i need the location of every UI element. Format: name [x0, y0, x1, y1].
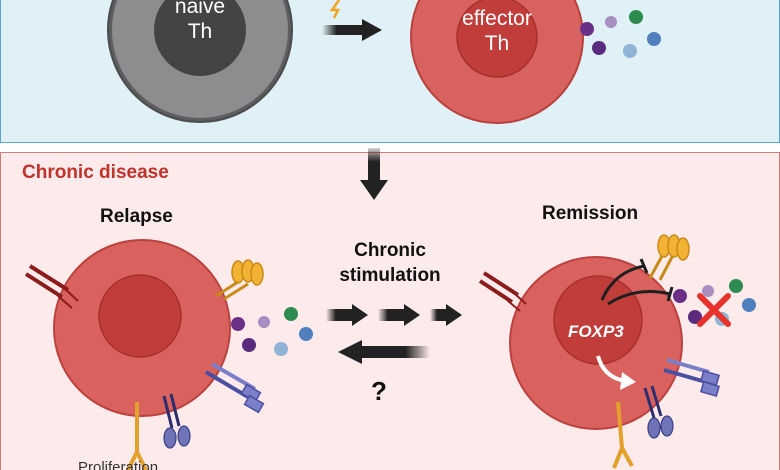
- receptor-purple-remission: [663, 358, 720, 397]
- receptor-gold-remission: [648, 234, 690, 281]
- reverse-arrow: [338, 340, 430, 364]
- foxp3-white-arrow: [596, 355, 636, 390]
- cytokine-cluster-remission: [673, 279, 756, 326]
- blocked-x-icon: [697, 293, 731, 327]
- receptor-y-orange-relapse: [126, 402, 148, 470]
- receptor-red-remission: [478, 271, 527, 312]
- question-mark: ?: [371, 376, 387, 406]
- cytokine-cluster-relapse: [231, 307, 313, 356]
- remission-heading: Remission: [542, 203, 639, 224]
- foxp3-label: FOXP3: [568, 322, 624, 341]
- receptor-gold-relapse: [215, 259, 264, 301]
- naive-th-cell: [107, 0, 293, 123]
- cut-off-caption: Proliferation ....: [78, 459, 179, 470]
- receptor-y-orange-remission: [612, 401, 634, 469]
- stimulus-spark-icon: [329, 0, 341, 19]
- naive-cell-label: naive Th: [174, 0, 226, 43]
- section-title: Chronic disease: [22, 162, 169, 183]
- relapse-heading: Relapse: [100, 206, 173, 227]
- receptor-purple-relapse: [204, 362, 265, 414]
- chronic-transition-arrow: [360, 180, 388, 200]
- stimulation-label: Chronic stimulation: [339, 240, 441, 286]
- effector-th-cell: [410, 0, 584, 124]
- receptor-antibody-relapse: [162, 393, 191, 449]
- relapse-cell: [53, 239, 231, 417]
- foxp3-inhibition-arcs: [600, 258, 674, 306]
- chronic-stimulation-arrows: [326, 304, 462, 326]
- receptor-red-relapse: [24, 264, 79, 309]
- receptor-antibody-remission: [643, 385, 674, 439]
- effector-cell-label: effector Th: [462, 7, 532, 55]
- cytokine-cluster-top: [580, 10, 661, 58]
- differentiation-arrow: [322, 19, 382, 41]
